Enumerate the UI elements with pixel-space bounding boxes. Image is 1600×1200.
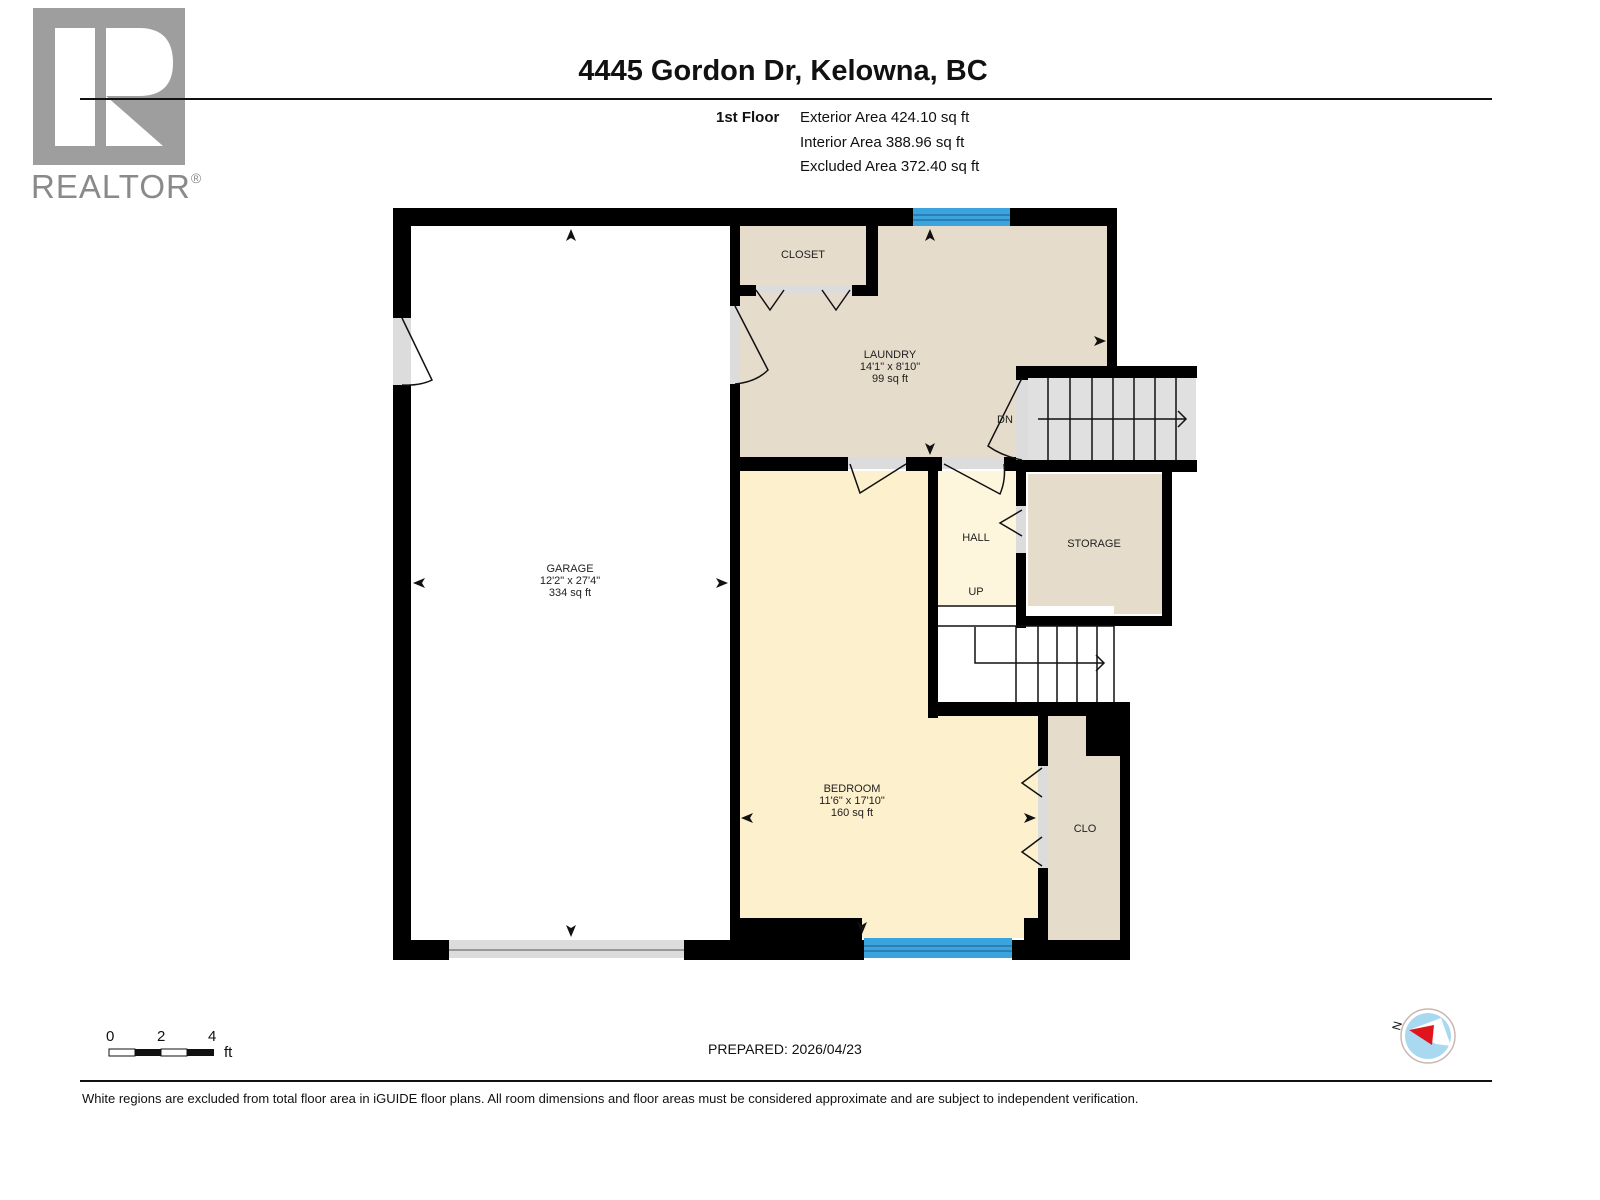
- room-clo: CLO: [1073, 823, 1097, 835]
- bedroom-fill: [738, 471, 1038, 938]
- room-hall: HALL: [962, 532, 990, 544]
- prepared-date: PREPARED: 2026/04/23: [708, 1041, 862, 1057]
- room-area: 99 sq ft: [871, 373, 909, 385]
- room-name: LAUNDRY: [863, 349, 917, 361]
- closet-fill: [740, 228, 866, 288]
- room-name: GARAGE: [546, 563, 594, 575]
- door-swings: [401, 289, 1043, 867]
- room-closet: CLOSET: [780, 249, 826, 261]
- scale-tick-2: 2: [157, 1028, 166, 1045]
- exterior-area: Exterior Area 424.10 sq ft: [800, 109, 970, 126]
- stairs-down-label: DN: [997, 414, 1013, 426]
- scale-tick-0: 0: [106, 1028, 115, 1045]
- stairs-up-label: UP: [968, 586, 984, 598]
- walls: [393, 208, 1197, 960]
- room-dimensions: 11'6" x 17'10": [819, 795, 885, 807]
- interior-area: Interior Area 388.96 sq ft: [800, 134, 965, 151]
- stairs-up: [938, 605, 1115, 702]
- scale-tick-4: 4: [208, 1028, 217, 1045]
- garage-fill: [410, 226, 730, 941]
- room-storage: STORAGE: [1067, 538, 1121, 550]
- windows: [449, 208, 1012, 958]
- room-laundry: LAUNDRY 14'1" x 8'10" 99 sq ft: [860, 349, 920, 385]
- floor-label: 1st Floor: [716, 109, 780, 126]
- room-bedroom: BEDROOM 11'6" x 17'10" 160 sq ft: [819, 783, 885, 819]
- stairs-down: [1038, 378, 1188, 460]
- realtor-wordmark: REALTOR®: [31, 168, 202, 206]
- room-name: BEDROOM: [823, 783, 881, 795]
- registered-mark: ®: [190, 170, 203, 186]
- excluded-area: Excluded Area 372.40 sq ft: [800, 158, 980, 175]
- scale-unit: ft: [224, 1044, 233, 1061]
- realtor-brand-text: REALTOR: [31, 168, 191, 205]
- room-dimensions: 12'2" x 27'4": [539, 575, 601, 587]
- svg-text:N: N: [1389, 1020, 1405, 1032]
- hall-fill: [938, 471, 1016, 606]
- stairs-down-fill: [1028, 376, 1196, 464]
- realtor-logo: [33, 8, 185, 165]
- header-divider: [80, 98, 1492, 100]
- room-area: 160 sq ft: [830, 807, 874, 819]
- door-gaps: [393, 285, 1048, 868]
- storage-fill: [1028, 474, 1164, 614]
- room-dimensions: 14'1" x 8'10": [859, 361, 921, 373]
- realtor-r-icon: [55, 28, 173, 146]
- page-title: 4445 Gordon Dr, Kelowna, BC: [0, 55, 1600, 88]
- compass-icon: N: [1389, 1008, 1456, 1064]
- room-area: 334 sq ft: [548, 587, 592, 599]
- dimension-arrows: [413, 229, 1106, 937]
- disclaimer-text: White regions are excluded from total fl…: [82, 1091, 1139, 1106]
- address-text: 4445 Gordon Dr, Kelowna, BC: [578, 55, 988, 87]
- room-garage: GARAGE 12'2" x 27'4" 334 sq ft: [540, 563, 600, 599]
- footer-divider: [80, 1080, 1492, 1082]
- scale-bar-graphic: [108, 1048, 214, 1057]
